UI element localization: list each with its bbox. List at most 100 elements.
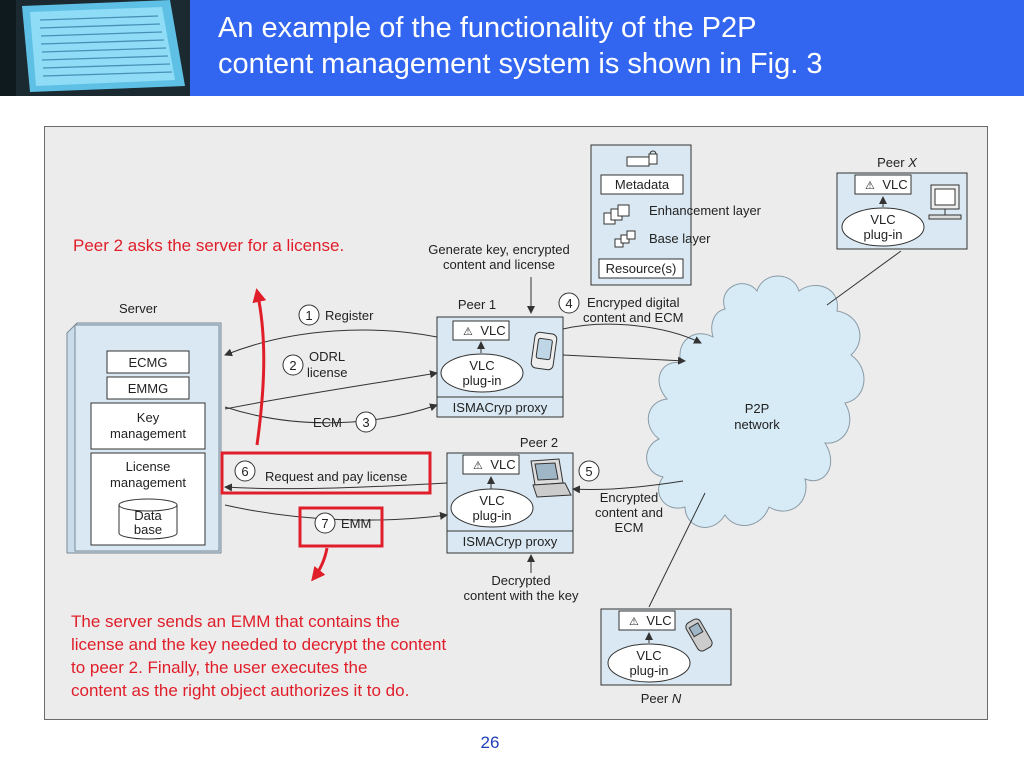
step-2: 2 ODRL license	[282, 349, 347, 380]
title-line-1: An example of the functionality of the P…	[218, 12, 757, 44]
key-management-box	[90, 402, 206, 450]
network-label-line-2: network	[734, 417, 780, 432]
step-7: 7 EMM	[314, 512, 371, 534]
svg-text:7: 7	[321, 516, 328, 531]
database-line-1: Data	[134, 508, 162, 523]
peer2-vlc: VLC	[490, 457, 515, 472]
step-3-label: ECM	[313, 415, 342, 430]
server-node: Server ECMG EMMG Key management License …	[66, 301, 222, 554]
arrow-emm	[224, 504, 448, 521]
generate-key-line-1: Generate key, encrypted	[428, 242, 569, 257]
svg-text:6: 6	[241, 464, 248, 479]
arrow-ecm	[224, 403, 438, 424]
peern-link	[648, 492, 706, 608]
step-5: 5 Encrypted content and ECM	[578, 460, 663, 535]
step-2-line-2: license	[307, 365, 347, 380]
layer-stack-icon	[603, 204, 636, 248]
decrypted-line-1: Decrypted	[491, 573, 550, 588]
enhancement-layer-label: Enhancement layer	[649, 203, 762, 218]
step-5-line-1: Encrypted	[600, 490, 659, 505]
peern-label: Peer N	[641, 691, 682, 706]
key-management-line-1: Key	[137, 410, 160, 425]
vlc-cone-icon: ⚠	[463, 326, 473, 338]
peerx-plugin-line-2: plug-in	[863, 227, 902, 242]
vlc-cone-icon: ⚠	[865, 180, 875, 192]
page-number: 26	[480, 733, 500, 752]
annotation-bottom-line-3: to peer 2. Finally, the user executes th…	[71, 658, 367, 677]
peer1-node: Peer 1 ⚠ VLC VLC plug-in ISMACryp proxy	[436, 297, 564, 418]
peer2-node: Peer 2 ⚠ VLC VLC plug-in ISMACryp proxy	[446, 435, 574, 554]
step-4-line-1: Encryped digital	[587, 295, 680, 310]
step-7-label: EMM	[341, 516, 371, 531]
step-2-line-1: ODRL	[309, 349, 345, 364]
step-4-line-2: content and ECM	[583, 310, 683, 325]
pda-icon	[530, 331, 558, 371]
database-icon: Data base	[118, 498, 178, 540]
peern-vlc: VLC	[646, 613, 671, 628]
svg-text:4: 4	[565, 296, 572, 311]
peer1-proxy: ISMACryp proxy	[453, 400, 548, 415]
annotation-bottom-line-1: The server sends an EMM that contains th…	[71, 612, 400, 631]
annotation-bottom-line-2: license and the key needed to decrypt th…	[71, 635, 446, 654]
arrow-peer1-network	[562, 354, 686, 365]
step-5-line-3: ECM	[615, 520, 644, 535]
arrow-register	[224, 329, 438, 357]
arrow-encrypted-digital	[562, 323, 702, 344]
license-management-line-2: management	[110, 475, 186, 490]
svg-text:5: 5	[585, 464, 592, 479]
network-label-line-1: P2P	[745, 401, 770, 416]
ecmg-box	[106, 350, 190, 374]
peer1-label: Peer 1	[458, 297, 496, 312]
annotation-top: Peer 2 asks the server for a license.	[73, 236, 344, 255]
peer2-plugin-line-1: VLC	[479, 493, 504, 508]
metadata-label: Metadata	[615, 177, 670, 192]
peerx-link	[826, 250, 902, 306]
peerx-vlc: VLC	[882, 177, 907, 192]
peerx-label: Peer X	[877, 155, 918, 170]
peern-node: ⚠ VLC VLC plug-in Peer N	[600, 608, 732, 706]
step-5-line-2: content and	[595, 505, 663, 520]
emmg-box	[106, 376, 190, 400]
server-label: Server	[119, 301, 158, 316]
resource-box: Metadata Enhancement layer Base layer Re…	[590, 144, 762, 286]
decrypted-line-2: content with the key	[464, 588, 579, 603]
peer1-plugin-line-1: VLC	[469, 358, 494, 373]
laptop-icon	[530, 458, 572, 498]
title-line-2: content management system is shown in Fi…	[218, 48, 823, 80]
svg-text:2: 2	[289, 358, 296, 373]
highlight-emm	[298, 506, 384, 548]
annotation-bottom-line-4: content as the right object authorizes i…	[71, 681, 409, 700]
arrow-odrl	[224, 370, 438, 410]
desktop-computer-icon	[928, 184, 962, 220]
vlc-cone-icon: ⚠	[473, 460, 483, 472]
monitor-photo	[0, 0, 190, 96]
generate-key-line-2: content and license	[443, 257, 555, 272]
license-management-line-1: License	[126, 459, 171, 474]
resources-label: Resource(s)	[606, 261, 677, 276]
mobile-phone-icon	[685, 618, 713, 652]
peerx-plugin-line-1: VLC	[870, 212, 895, 227]
base-layer-label: Base layer	[649, 231, 711, 246]
red-arrow-up	[252, 288, 267, 446]
slide-header: An example of the functionality of the P…	[0, 0, 1024, 96]
peer2-plugin-line-2: plug-in	[472, 508, 511, 523]
step-3: ECM 3	[313, 411, 377, 433]
peer2-label: Peer 2	[520, 435, 558, 450]
peer1-vlc: VLC	[480, 323, 505, 338]
ecmg-label: ECMG	[129, 355, 168, 370]
p2p-diagram: P2P network Server ECMG EMMG Key managem…	[44, 126, 988, 720]
peer1-plugin-line-2: plug-in	[462, 373, 501, 388]
arrow-encrypted-content	[572, 480, 684, 494]
lock-document-icon	[626, 150, 658, 167]
svg-text:1: 1	[305, 308, 312, 323]
emmg-label: EMMG	[128, 381, 168, 396]
peerx-node: Peer X ⚠ VLC VLC plug-in	[836, 155, 968, 250]
peern-plugin-line-1: VLC	[636, 648, 661, 663]
step-1-label: Register	[325, 308, 374, 323]
step-6: 6 Request and pay license	[234, 460, 407, 484]
key-management-line-2: management	[110, 426, 186, 441]
step-1: 1 Register	[298, 304, 374, 326]
database-line-2: base	[134, 522, 162, 537]
highlight-request-license	[220, 451, 432, 495]
peern-plugin-line-2: plug-in	[629, 663, 668, 678]
